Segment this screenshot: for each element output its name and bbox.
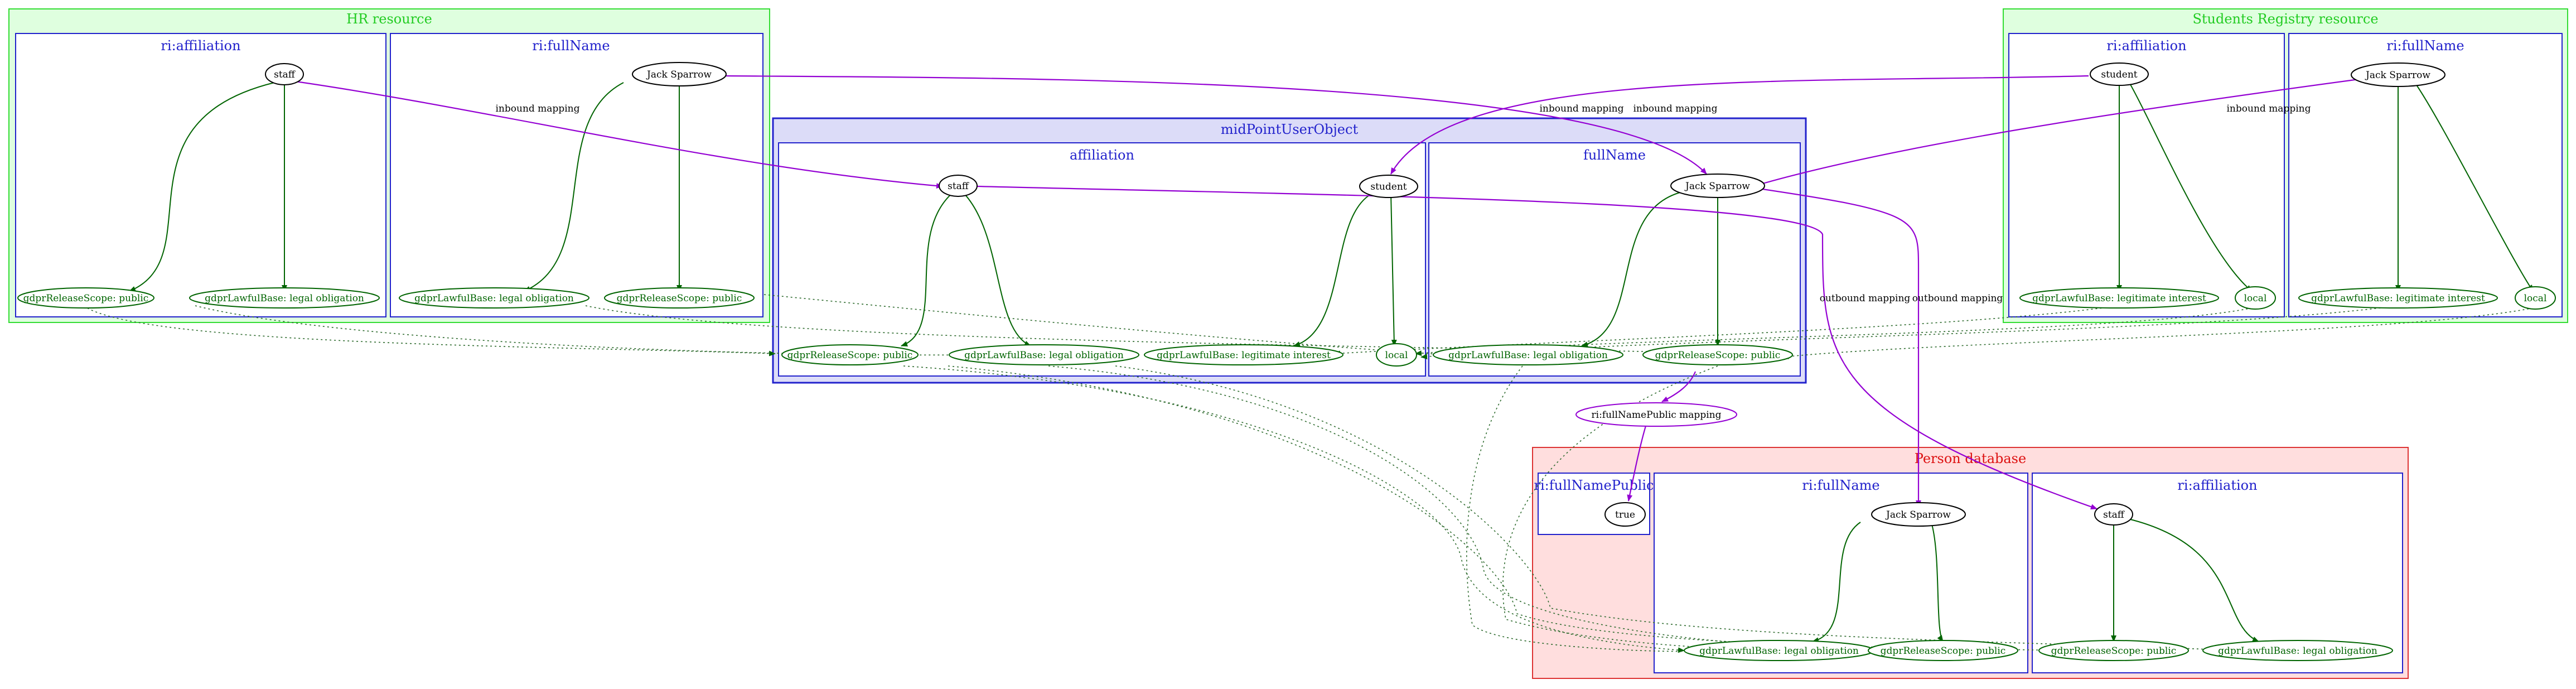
edge-mapping-to-public [1627,423,1647,502]
node-mp-jack[interactable]: Jack Sparrow [1670,174,1765,198]
svg-text:staff: staff [948,181,970,192]
svg-text:gdprReleaseScope: public: gdprReleaseScope: public [617,293,742,304]
node-sr-aff-lawful[interactable]: gdprLawfulBase: legitimate interest [2019,287,2219,309]
node-sr-aff-local[interactable]: local [2235,286,2276,310]
subcluster-title-hr-affiliation: ri:affiliation [161,38,240,54]
svg-text:staff: staff [274,69,296,80]
label-inbound-sr-fullname: inbound mapping [2227,103,2311,114]
node-pd-staff[interactable]: staff [2094,503,2133,526]
cluster-students-registry: Students Registry resource ri:affiliatio… [2003,8,2568,323]
node-sr-student[interactable]: student [2090,62,2149,86]
svg-text:gdprReleaseScope: public: gdprReleaseScope: public [23,293,149,304]
node-sr-full-local[interactable]: local [2515,286,2556,310]
cluster-title-hr: HR resource [346,11,432,27]
subcluster-title-pd-affiliation: ri:affiliation [2177,478,2257,493]
subcluster-mp-affiliation [778,142,1426,377]
svg-text:gdprLawfulBase: legal obligati: gdprLawfulBase: legal obligation [1699,645,1859,657]
label-inbound-sr-affiliation: inbound mapping [1540,103,1624,114]
node-hr-aff-scope[interactable]: gdprReleaseScope: public [17,287,154,309]
node-mp-full-scope[interactable]: gdprReleaseScope: public [1642,344,1793,365]
cluster-title-midpoint: midPointUserObject [1221,122,1359,137]
node-hr-full-scope[interactable]: gdprReleaseScope: public [604,287,755,309]
node-mp-aff-scope[interactable]: gdprReleaseScope: public [781,344,919,365]
subcluster-hr-affiliation [15,33,386,317]
edge-dotted-1 [83,305,776,356]
edge-inbound-hr-fullname [724,75,1707,175]
node-pd-full-lawful[interactable]: gdprLawfulBase: legal obligation [1684,640,1874,661]
svg-text:gdprReleaseScope: public: gdprReleaseScope: public [787,350,913,361]
node-mp-full-lawful[interactable]: gdprLawfulBase: legal obligation [1433,344,1623,365]
node-mp-aff-local[interactable]: local [1376,343,1417,367]
subcluster-title-pd-fullname: ri:fullName [1802,478,1879,493]
edge-dotted-5 [1333,305,2120,356]
edge-labels: inbound mapping inbound mapping inbound … [496,103,2311,304]
node-hr-staff[interactable]: staff [265,63,304,85]
svg-text:ri:fullNamePublic mapping: ri:fullNamePublic mapping [1592,409,1722,421]
svg-text:Jack Sparrow: Jack Sparrow [646,69,712,80]
edge-dotted-14 [1115,365,2231,653]
cluster-person-database: Person database ri:fullNamePublic ri:ful… [1532,447,2409,679]
node-pd-aff-lawful[interactable]: gdprLawfulBase: legal obligation [2202,640,2393,661]
svg-text:gdprLawfulBase: legal obligati: gdprLawfulBase: legal obligation [964,350,1124,361]
svg-text:gdprLawfulBase: legal obligati: gdprLawfulBase: legal obligation [414,293,574,304]
edge-dotted-6 [1415,307,2253,356]
edge-dotted-4 [585,305,1783,358]
svg-text:staff: staff [2103,509,2125,521]
subcluster-title-pd-public: ri:fullNamePublic [1534,478,1654,493]
svg-text:local: local [2524,293,2547,304]
svg-text:gdprLawfulBase: legal obligati: gdprLawfulBase: legal obligation [205,293,364,304]
label-outbound-fullname: outbound mapping [1912,293,2003,304]
svg-text:true: true [1615,509,1635,521]
svg-text:student: student [1370,181,1407,192]
svg-text:gdprLawfulBase: legitimate int: gdprLawfulBase: legitimate interest [2032,293,2206,304]
edge-inbound-sr-affiliation [1390,75,2089,175]
svg-text:Jack Sparrow: Jack Sparrow [1684,181,1750,192]
node-sr-full-lawful[interactable]: gdprLawfulBase: legitimate interest [2298,287,2498,309]
node-mp-student[interactable]: student [1359,175,1418,198]
node-pd-jack[interactable]: Jack Sparrow [1871,502,1966,527]
node-mp-aff-lawful[interactable]: gdprLawfulBase: legal obligation [949,344,1139,365]
subcluster-title-hr-fullname: ri:fullName [532,38,610,54]
svg-text:gdprLawfulBase: legitimate int: gdprLawfulBase: legitimate interest [2311,293,2485,304]
green-edges [129,82,2534,643]
node-mp-staff[interactable]: staff [939,175,978,197]
label-inbound-hr-fullname: inbound mapping [1633,103,1718,114]
node-mp-aff-lawful2[interactable]: gdprLawfulBase: legitimate interest [1144,344,1343,365]
subcluster-title-sr-affiliation: ri:affiliation [2106,38,2186,54]
node-fullnamepublic-mapping[interactable]: ri:fullNamePublic mapping [1575,402,1737,427]
svg-text:student: student [2101,69,2137,80]
node-pd-full-scope[interactable]: gdprReleaseScope: public [1868,640,2018,661]
edge-inbound-sr-fullname [1756,78,2360,186]
svg-text:gdprLawfulBase: legal obligati: gdprLawfulBase: legal obligation [1448,350,1608,361]
node-hr-full-lawful[interactable]: gdprLawfulBase: legal obligation [399,287,589,309]
label-outbound-affiliation: outbound mapping [1820,293,1911,304]
svg-text:Jack Sparrow: Jack Sparrow [2365,70,2430,81]
subcluster-title-mp-affiliation: affiliation [1070,147,1134,163]
cluster-hr-resource: HR resource ri:affiliation ri:fullName [8,8,770,323]
svg-text:gdprLawfulBase: legitimate int: gdprLawfulBase: legitimate interest [1157,350,1331,361]
cluster-title-sr: Students Registry resource [2192,11,2378,27]
node-hr-aff-lawful[interactable]: gdprLawfulBase: legal obligation [189,287,380,309]
edge-inbound-hr-affiliation [295,80,943,189]
node-sr-jack[interactable]: Jack Sparrow [2351,62,2445,87]
node-hr-jack[interactable]: Jack Sparrow [632,62,727,86]
svg-text:gdprReleaseScope: public: gdprReleaseScope: public [2051,645,2177,657]
svg-text:Jack Sparrow: Jack Sparrow [1885,509,1951,521]
svg-text:gdprReleaseScope: public: gdprReleaseScope: public [1881,645,2006,657]
edge-fullname-to-mapping [1661,371,1697,402]
label-inbound-hr-affiliation: inbound mapping [496,103,580,114]
svg-text:local: local [1385,350,1408,361]
svg-text:gdprReleaseScope: public: gdprReleaseScope: public [1655,350,1781,361]
svg-text:local: local [2244,293,2267,304]
subcluster-sr-affiliation [2008,33,2285,317]
node-pd-aff-scope[interactable]: gdprReleaseScope: public [2038,640,2189,661]
subcluster-title-sr-fullname: ri:fullName [2386,38,2464,54]
purple-edges [295,75,2360,510]
subcluster-title-mp-fullname: fullName [1583,147,1646,163]
edge-outbound-affiliation [977,185,2097,510]
node-pd-true[interactable]: true [1604,502,1646,527]
edge-outbound-fullname [1751,186,1921,507]
svg-text:gdprLawfulBase: legal obligati: gdprLawfulBase: legal obligation [2218,645,2377,657]
